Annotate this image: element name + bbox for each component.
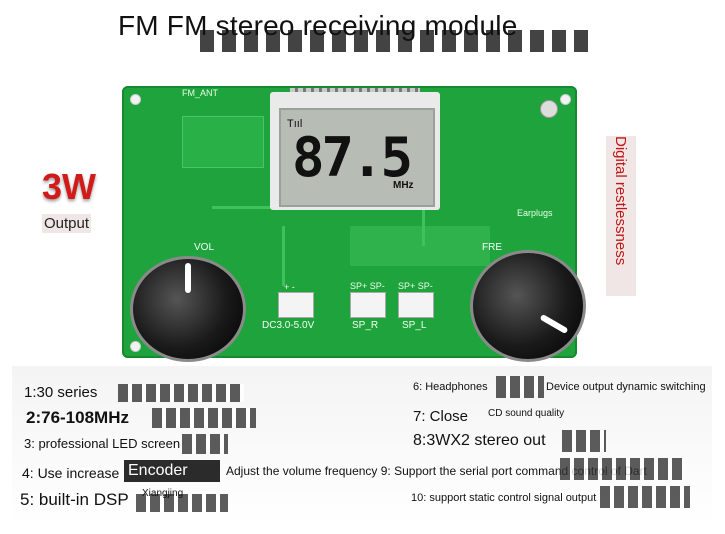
output-label: Output — [42, 214, 92, 233]
side-label-bg — [606, 136, 636, 296]
volume-knob[interactable] — [130, 256, 246, 362]
earphone-jack — [540, 100, 558, 118]
feature-3-obscured — [182, 434, 228, 454]
power-label: DC3.0-5.0V — [262, 320, 315, 331]
page-title: FM FM stereo receiving module — [118, 10, 518, 41]
feature-8-obscured — [562, 430, 606, 452]
spl-label: SP_L — [402, 320, 427, 331]
feature-6: 6: Headphones — [413, 381, 488, 393]
feature-4-detail: Adjust the volume frequency 9: Support t… — [226, 464, 647, 478]
lcd-frequency: 87.5 — [292, 126, 413, 189]
mount-hole — [560, 94, 571, 105]
feature-4: 4: Use increase — [22, 465, 120, 481]
mount-hole — [130, 94, 141, 105]
power-connector — [278, 292, 314, 318]
frequency-knob-marker — [539, 313, 569, 335]
feature-4-encoder: Encoder — [128, 462, 188, 479]
signal-icon: Tııl — [287, 118, 303, 130]
feature-10-obscured — [600, 486, 690, 508]
encoder-highlight — [124, 460, 220, 482]
volume-knob-marker — [185, 263, 191, 293]
feature-1-obscured — [118, 384, 244, 402]
feature-10: 10: support static control signal output — [411, 492, 597, 504]
lcd-screen — [279, 108, 435, 207]
feature-7-sub: CD sound quality — [488, 408, 565, 419]
fre-label: FRE — [482, 242, 502, 253]
title-obscured-text — [200, 30, 590, 52]
frequency-knob[interactable] — [470, 250, 586, 362]
mount-hole — [130, 341, 141, 352]
spl-pins: SP+ SP- — [398, 281, 433, 291]
feature-2-obscured — [152, 408, 256, 428]
feature-3: 3: professional LED screen — [24, 436, 181, 451]
vol-label: VOL — [194, 242, 215, 253]
feature-5-obscured — [136, 494, 228, 512]
feature-5-sub: Xiangjing — [142, 488, 184, 499]
spr-label: SP_R — [352, 320, 379, 331]
feature-7: 7: Close — [413, 408, 469, 425]
feature-6-obscured — [496, 376, 544, 398]
feature-6-detail: Device output dynamic switching — [546, 381, 706, 393]
spr-pins: SP+ SP- — [350, 281, 385, 291]
power-badge: 3W — [42, 166, 96, 207]
spl-connector — [398, 292, 434, 318]
feature-9-obscured — [560, 458, 684, 480]
power-polarity: + - — [284, 282, 295, 292]
feature-8: 8:3WX2 stereo out — [413, 432, 546, 449]
earplugs-label: Earplugs — [517, 208, 553, 218]
spr-connector — [350, 292, 386, 318]
antenna-label: FM_ANT — [182, 88, 218, 98]
feature-1: 1:30 series — [24, 384, 98, 401]
feature-2: 2:76-108MHz — [26, 408, 129, 427]
side-label: Digital restlessness — [612, 136, 629, 266]
feature-5: 5: built-in DSP — [20, 490, 129, 509]
lcd-unit: MHz — [393, 180, 414, 191]
